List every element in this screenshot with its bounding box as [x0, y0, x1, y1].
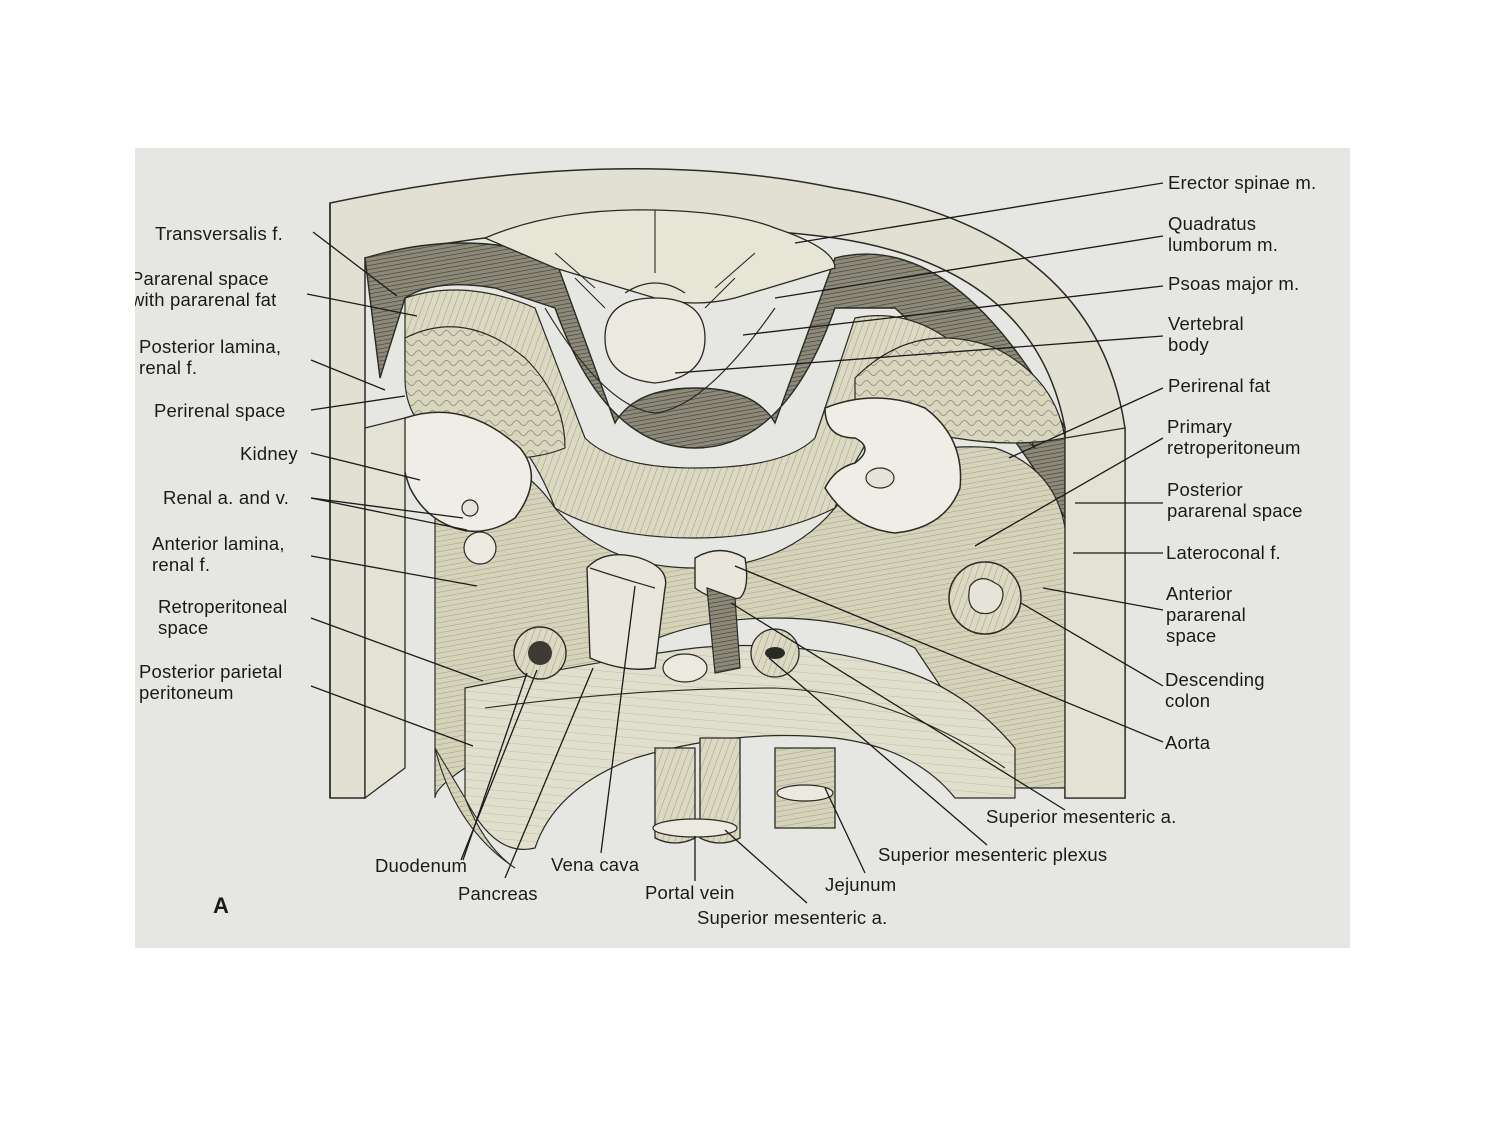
label-posterior-parietal-peritoneum: Posterior parietal peritoneum	[139, 661, 283, 703]
label-psoas-major: Psoas major m.	[1168, 273, 1300, 294]
leader-duodenum-2	[462, 672, 528, 861]
label-descending-colon: Descending colon	[1165, 669, 1265, 711]
label-superior-mesenteric-plexus: Superior mesenteric plexus	[878, 844, 1108, 865]
label-posterior-pararenal-space: Posterior pararenal space	[1167, 479, 1303, 521]
anatomy-illustration	[306, 167, 1164, 904]
leader-perirenal-space	[310, 395, 406, 411]
label-lateroconal: Lateroconal f.	[1166, 542, 1281, 563]
great-vessels	[586, 549, 748, 683]
leader-perirenal-fat	[1008, 387, 1164, 459]
leader-kidney	[310, 452, 421, 481]
label-retroperitoneal-space: Retroperitoneal space	[158, 596, 288, 638]
leader-vertebral	[674, 335, 1164, 374]
label-jejunum: Jejunum	[825, 874, 897, 895]
label-vena-cava: Vena cava	[551, 854, 640, 875]
leader-quadratus	[774, 235, 1164, 299]
leader-lines	[306, 182, 1164, 904]
leader-anterior-lamina	[310, 555, 478, 587]
leader-transversalis	[312, 231, 398, 297]
leader-anterior-pararenal	[1042, 587, 1164, 611]
leader-primary-retro	[974, 437, 1164, 547]
bowel-loops	[513, 561, 1022, 680]
panel-label: A	[213, 893, 229, 918]
leader-pancreas	[504, 667, 594, 879]
label-superior-mesenteric-a-right: Superior mesenteric a.	[986, 806, 1177, 827]
label-duodenum: Duodenum	[375, 855, 468, 876]
leader-aorta	[734, 565, 1164, 743]
leader-sm-a-bottom	[724, 829, 808, 904]
label-aorta: Aorta	[1165, 732, 1211, 753]
label-primary-retroperitoneum: Primary retroperitoneum	[1167, 416, 1301, 458]
leader-posterior-lamina	[310, 359, 386, 391]
label-erector-spinae: Erector spinae m.	[1168, 172, 1317, 193]
figure-slide: Transversalis f. Pararenal space with pa…	[135, 148, 1350, 948]
label-superior-mesenteric-a-bottom: Superior mesenteric a.	[697, 907, 888, 928]
label-quadratus-lumborum: Quadratus lumborum m.	[1168, 213, 1279, 255]
leader-descending-colon	[1020, 602, 1164, 687]
label-anterior-lamina: Anterior lamina, renal f.	[152, 533, 285, 575]
label-anterior-pararenal-space: Anterior pararenal space	[1166, 583, 1246, 646]
leader-erector	[794, 182, 1164, 244]
leader-vena-cava	[600, 585, 636, 854]
label-posterior-lamina: Posterior lamina, renal f.	[139, 336, 282, 378]
leader-jejunum	[824, 787, 866, 874]
leader-sup-mes-a	[730, 602, 1066, 811]
kidneys	[400, 397, 962, 565]
label-perirenal-space: Perirenal space	[154, 400, 286, 421]
leader-renal-1	[310, 497, 464, 519]
jejunum-tubes	[434, 737, 836, 869]
label-perirenal-fat: Perirenal fat	[1168, 375, 1271, 396]
vertebra	[483, 209, 836, 414]
leader-renal-2	[310, 497, 468, 531]
leader-retroperitoneal	[310, 617, 484, 682]
label-pararenal-fat: Pararenal space with pararenal fat	[135, 268, 277, 310]
leader-sup-mes-plexus	[768, 657, 988, 846]
label-pancreas: Pancreas	[458, 883, 538, 904]
lateral-walls	[364, 417, 1126, 800]
leader-pararenal-fat	[306, 293, 418, 317]
leader-psoas	[742, 285, 1164, 336]
label-vertebral-body: Vertebral body	[1168, 313, 1244, 355]
label-portal-vein: Portal vein	[645, 882, 735, 903]
label-kidney: Kidney	[240, 443, 298, 464]
label-renal-a-v: Renal a. and v.	[163, 487, 290, 508]
label-transversalis: Transversalis f.	[155, 223, 283, 244]
leader-peritoneum	[310, 685, 474, 747]
